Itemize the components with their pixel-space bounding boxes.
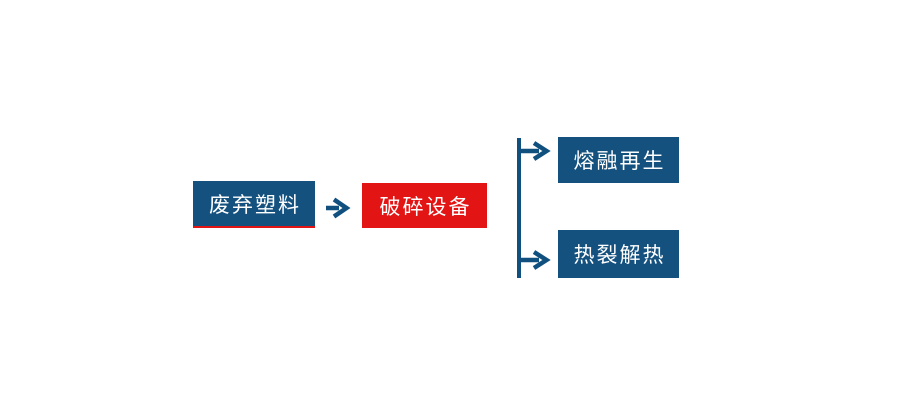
node-melt-regeneration-label: 熔融再生 xyxy=(573,150,666,173)
node-melt-regeneration: 熔融再生 xyxy=(558,137,679,183)
node-pyrolysis-heat: 热裂解热 xyxy=(558,230,679,278)
node-crushing-equipment: 破碎设备 xyxy=(362,183,487,228)
node-waste-plastic-underline xyxy=(193,226,315,228)
node-waste-plastic: 废弃塑料 xyxy=(193,181,315,228)
arrow-right-icon xyxy=(326,197,351,219)
node-pyrolysis-heat-label: 热裂解热 xyxy=(573,244,666,267)
node-waste-plastic-label: 废弃塑料 xyxy=(209,193,301,217)
branch-arrow-top-icon xyxy=(519,141,551,161)
branch-arrow-bottom-icon xyxy=(519,250,551,270)
node-crushing-equipment-label: 破碎设备 xyxy=(379,195,472,219)
